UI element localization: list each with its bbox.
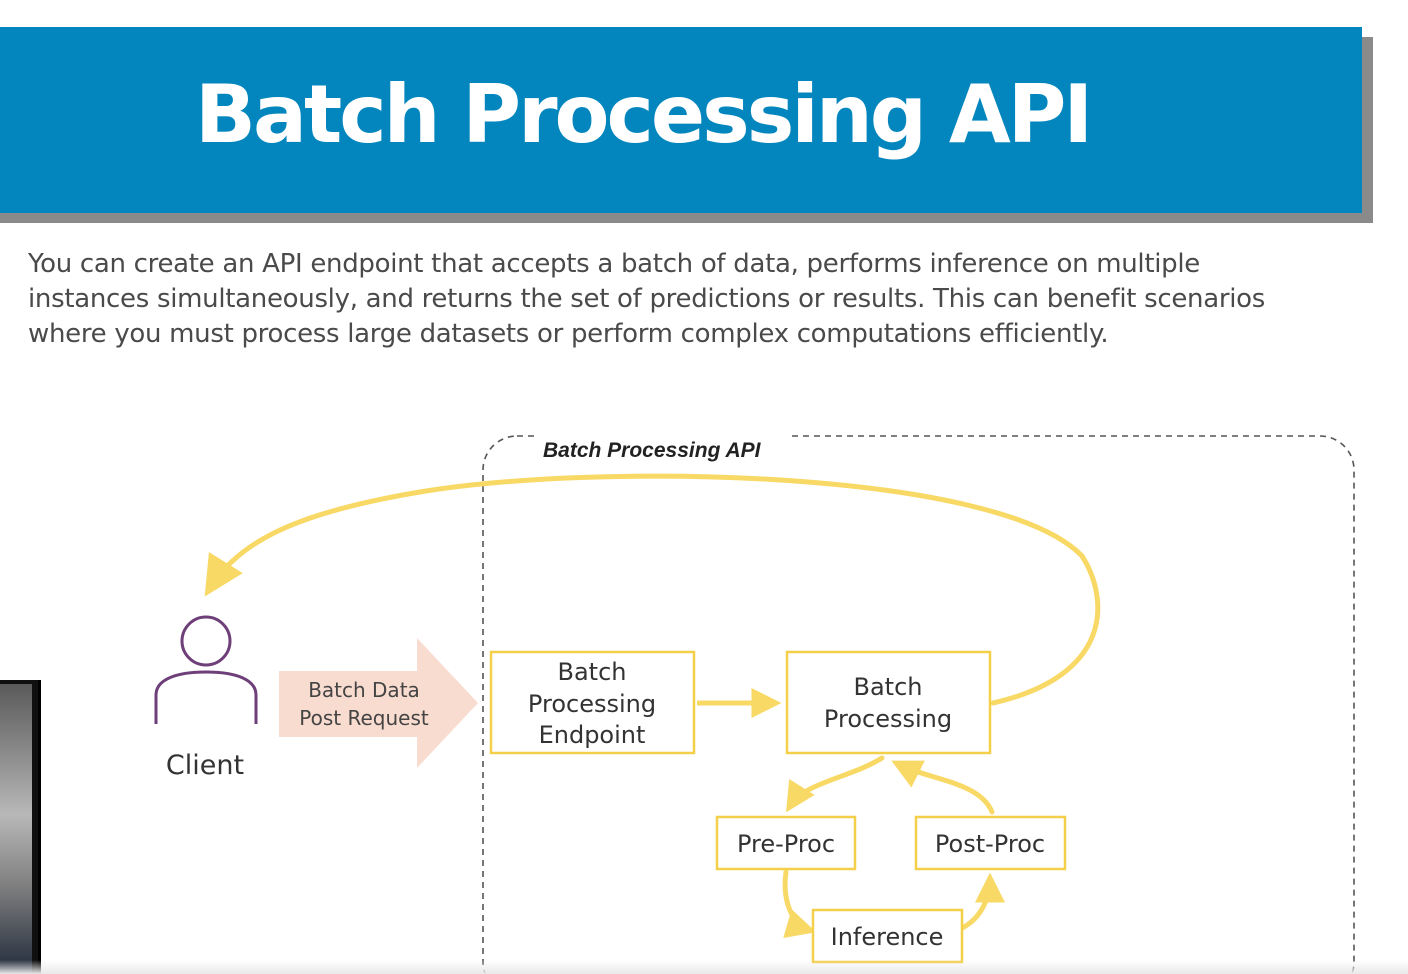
endpoint-label-line2: Processing [528, 690, 656, 718]
post-proc-node[interactable]: Post-Proc [914, 815, 1067, 871]
intro-paragraph: You can create an API endpoint that acce… [28, 247, 1368, 352]
api-container-label: Batch Processing API [543, 439, 762, 462]
processing-to-preproc-arrow [786, 755, 885, 813]
intro-line-2: instances simultaneously, and returns th… [28, 284, 1266, 314]
user-icon [154, 615, 258, 724]
batch-data-post-request-arrow[interactable] [279, 638, 478, 768]
slide-title: Batch Processing API [195, 68, 1093, 161]
title-banner [0, 27, 1362, 213]
endpoint-label-line3: Endpoint [539, 721, 646, 749]
inference-to-postproc-arrow [959, 872, 1005, 931]
batch-processing-label-line2: Processing [824, 705, 952, 733]
request-arrow-label-line2: Post Request [299, 706, 429, 730]
inference-node[interactable]: Inference [811, 908, 964, 964]
intro-line-3: where you must process large datasets or… [28, 319, 1109, 349]
endpoint-label-line1: Batch [558, 658, 627, 686]
batch-processing-label-line1: Batch [854, 673, 923, 701]
post-proc-label: Post-Proc [935, 830, 1045, 858]
request-arrow-label-line1: Batch Data [308, 678, 420, 702]
pre-proc-node[interactable]: Pre-Proc [715, 815, 857, 871]
intro-line-1: You can create an API endpoint that acce… [28, 249, 1200, 279]
api-container-label-bg [536, 428, 790, 448]
bottom-edge-fade [0, 960, 1408, 974]
batch-processing-node[interactable]: Batch Processing [785, 650, 992, 755]
batch-processing-endpoint-node[interactable]: Batch Processing Endpoint [489, 650, 696, 755]
preproc-to-inference-arrow [782, 869, 817, 939]
presenter-video-frame [0, 684, 32, 974]
presenter-video-thumbnail [0, 680, 41, 974]
pre-proc-label: Pre-Proc [737, 830, 835, 858]
postproc-to-processing-arrow [891, 760, 995, 815]
return-results-arrow [204, 473, 1101, 706]
client-label: Client [166, 750, 244, 781]
api-container-border [482, 435, 1355, 974]
inference-label: Inference [831, 923, 944, 951]
